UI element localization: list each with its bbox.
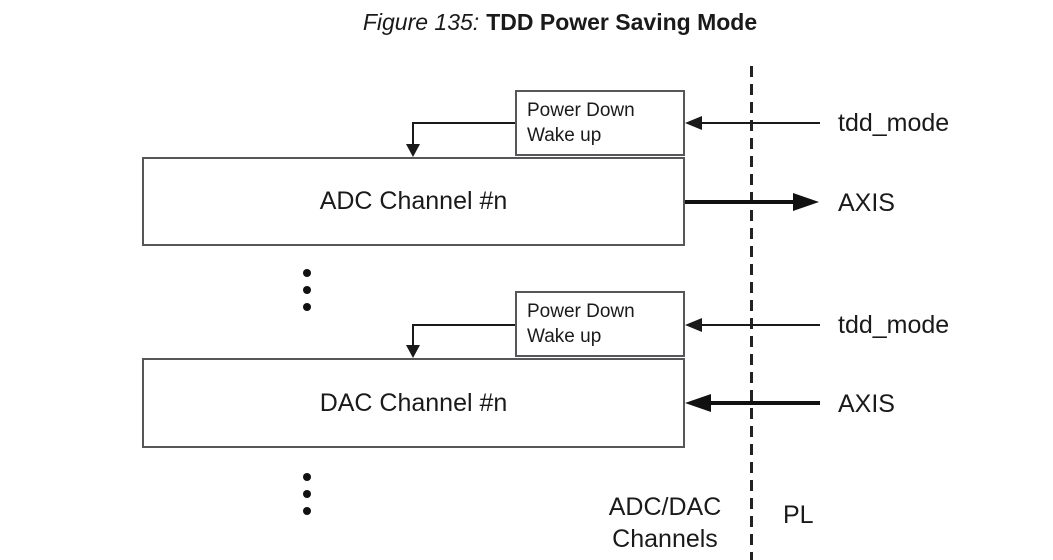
dac-channel-box: DAC Channel #n <box>142 358 685 448</box>
adc-channel-label: ADC Channel #n <box>319 187 508 215</box>
dac-powerdown-feedback-hline <box>412 324 515 326</box>
adc-tdd-mode-line <box>700 122 820 124</box>
dac-power-down-line2: Wake up <box>527 326 602 347</box>
figure-caption: Figure 135:TDD Power Saving Mode <box>270 7 850 37</box>
dac-power-down-line1: Power Down <box>527 301 635 322</box>
left-arrowhead-icon <box>685 394 711 412</box>
region-label-line1: ADC/DAC <box>608 493 722 521</box>
adc-power-down-box: Power Down Wake up <box>515 90 685 156</box>
left-arrowhead-icon <box>685 318 702 332</box>
adc-powerdown-feedback-vline <box>412 122 414 146</box>
adc-power-down-line1: Power Down <box>527 100 635 121</box>
left-arrowhead-icon <box>685 116 702 130</box>
adc-axis-line <box>685 200 797 204</box>
vertical-ellipsis-icon <box>303 473 311 515</box>
down-arrowhead-icon <box>406 345 420 358</box>
pl-region-label: PL <box>783 501 814 529</box>
adc-powerdown-feedback-hline <box>412 122 515 124</box>
right-arrowhead-icon <box>793 193 819 211</box>
dac-powerdown-feedback-vline <box>412 324 414 347</box>
adc-power-down-line2: Wake up <box>527 125 602 146</box>
dac-channel-label: DAC Channel #n <box>319 388 508 417</box>
adc-channel-box: ADC Channel #n <box>142 157 685 246</box>
dac-tdd-mode-label: tdd_mode <box>838 311 950 339</box>
adc-tdd-mode-label: tdd_mode <box>838 109 950 137</box>
dac-axis-line <box>708 401 820 405</box>
vertical-ellipsis-icon <box>303 269 311 311</box>
region-label-line2: Channels <box>612 525 718 553</box>
adc-dac-channels-region-label: ADC/DAC Channels <box>585 491 745 555</box>
adc-axis-label: AXIS <box>838 189 895 217</box>
figure-number: Figure 135: <box>362 9 480 35</box>
dac-tdd-mode-line <box>700 324 820 326</box>
figure-title-text: TDD Power Saving Mode <box>486 9 758 35</box>
pl-boundary-dashed-line <box>750 66 753 560</box>
down-arrowhead-icon <box>406 144 420 157</box>
dac-axis-label: AXIS <box>838 390 895 418</box>
dac-power-down-box: Power Down Wake up <box>515 291 685 357</box>
